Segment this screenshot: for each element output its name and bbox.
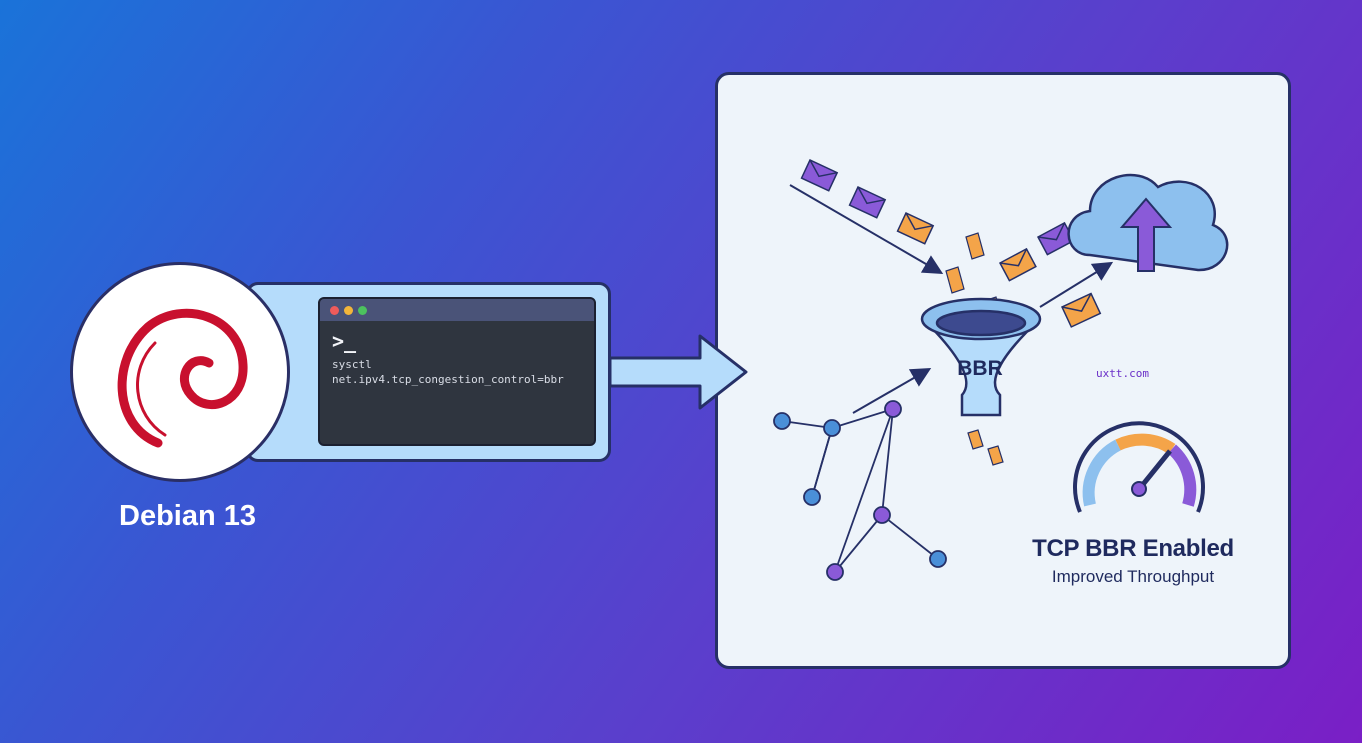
close-dot-icon[interactable] bbox=[330, 306, 339, 315]
watermark-text: uxtt.com bbox=[1096, 367, 1149, 380]
envelope-icon bbox=[800, 159, 1102, 328]
command-line-2: net.ipv4.tcp_congestion_control=bbr bbox=[332, 373, 564, 386]
terminal-command: sysctl net.ipv4.tcp_congestion_control=b… bbox=[332, 357, 564, 387]
incoming-traffic-arrow bbox=[789, 184, 944, 275]
cloud-upload-icon bbox=[1067, 173, 1229, 272]
outgoing-traffic-arrow bbox=[1039, 261, 1114, 308]
bbr-funnel bbox=[920, 297, 1042, 417]
debian-swirl-icon bbox=[117, 308, 248, 448]
flow-arrow-icon bbox=[608, 334, 748, 410]
command-line-1: sysctl bbox=[332, 358, 372, 371]
bbr-illustration bbox=[773, 159, 1229, 581]
status-subtitle: Improved Throughput bbox=[1051, 567, 1215, 586]
terminal-prompt: >_ bbox=[332, 329, 357, 353]
debian-logo bbox=[70, 262, 290, 482]
minimize-dot-icon[interactable] bbox=[344, 306, 353, 315]
funnel-label: BBR bbox=[957, 357, 1003, 380]
maximize-dot-icon[interactable] bbox=[358, 306, 367, 315]
status-title: TCP BBR Enabled bbox=[1032, 535, 1234, 562]
bbr-diagram-panel: BBR uxtt.com TCP BBR Enabled Improved Th… bbox=[715, 72, 1291, 669]
os-name-label: Debian 13 bbox=[119, 500, 256, 532]
speedometer-gauge bbox=[1073, 421, 1205, 513]
terminal-titlebar bbox=[320, 299, 594, 321]
network-graph bbox=[773, 400, 947, 581]
terminal-window: >_ sysctl net.ipv4.tcp_congestion_contro… bbox=[318, 297, 596, 446]
network-arrow bbox=[852, 368, 932, 414]
